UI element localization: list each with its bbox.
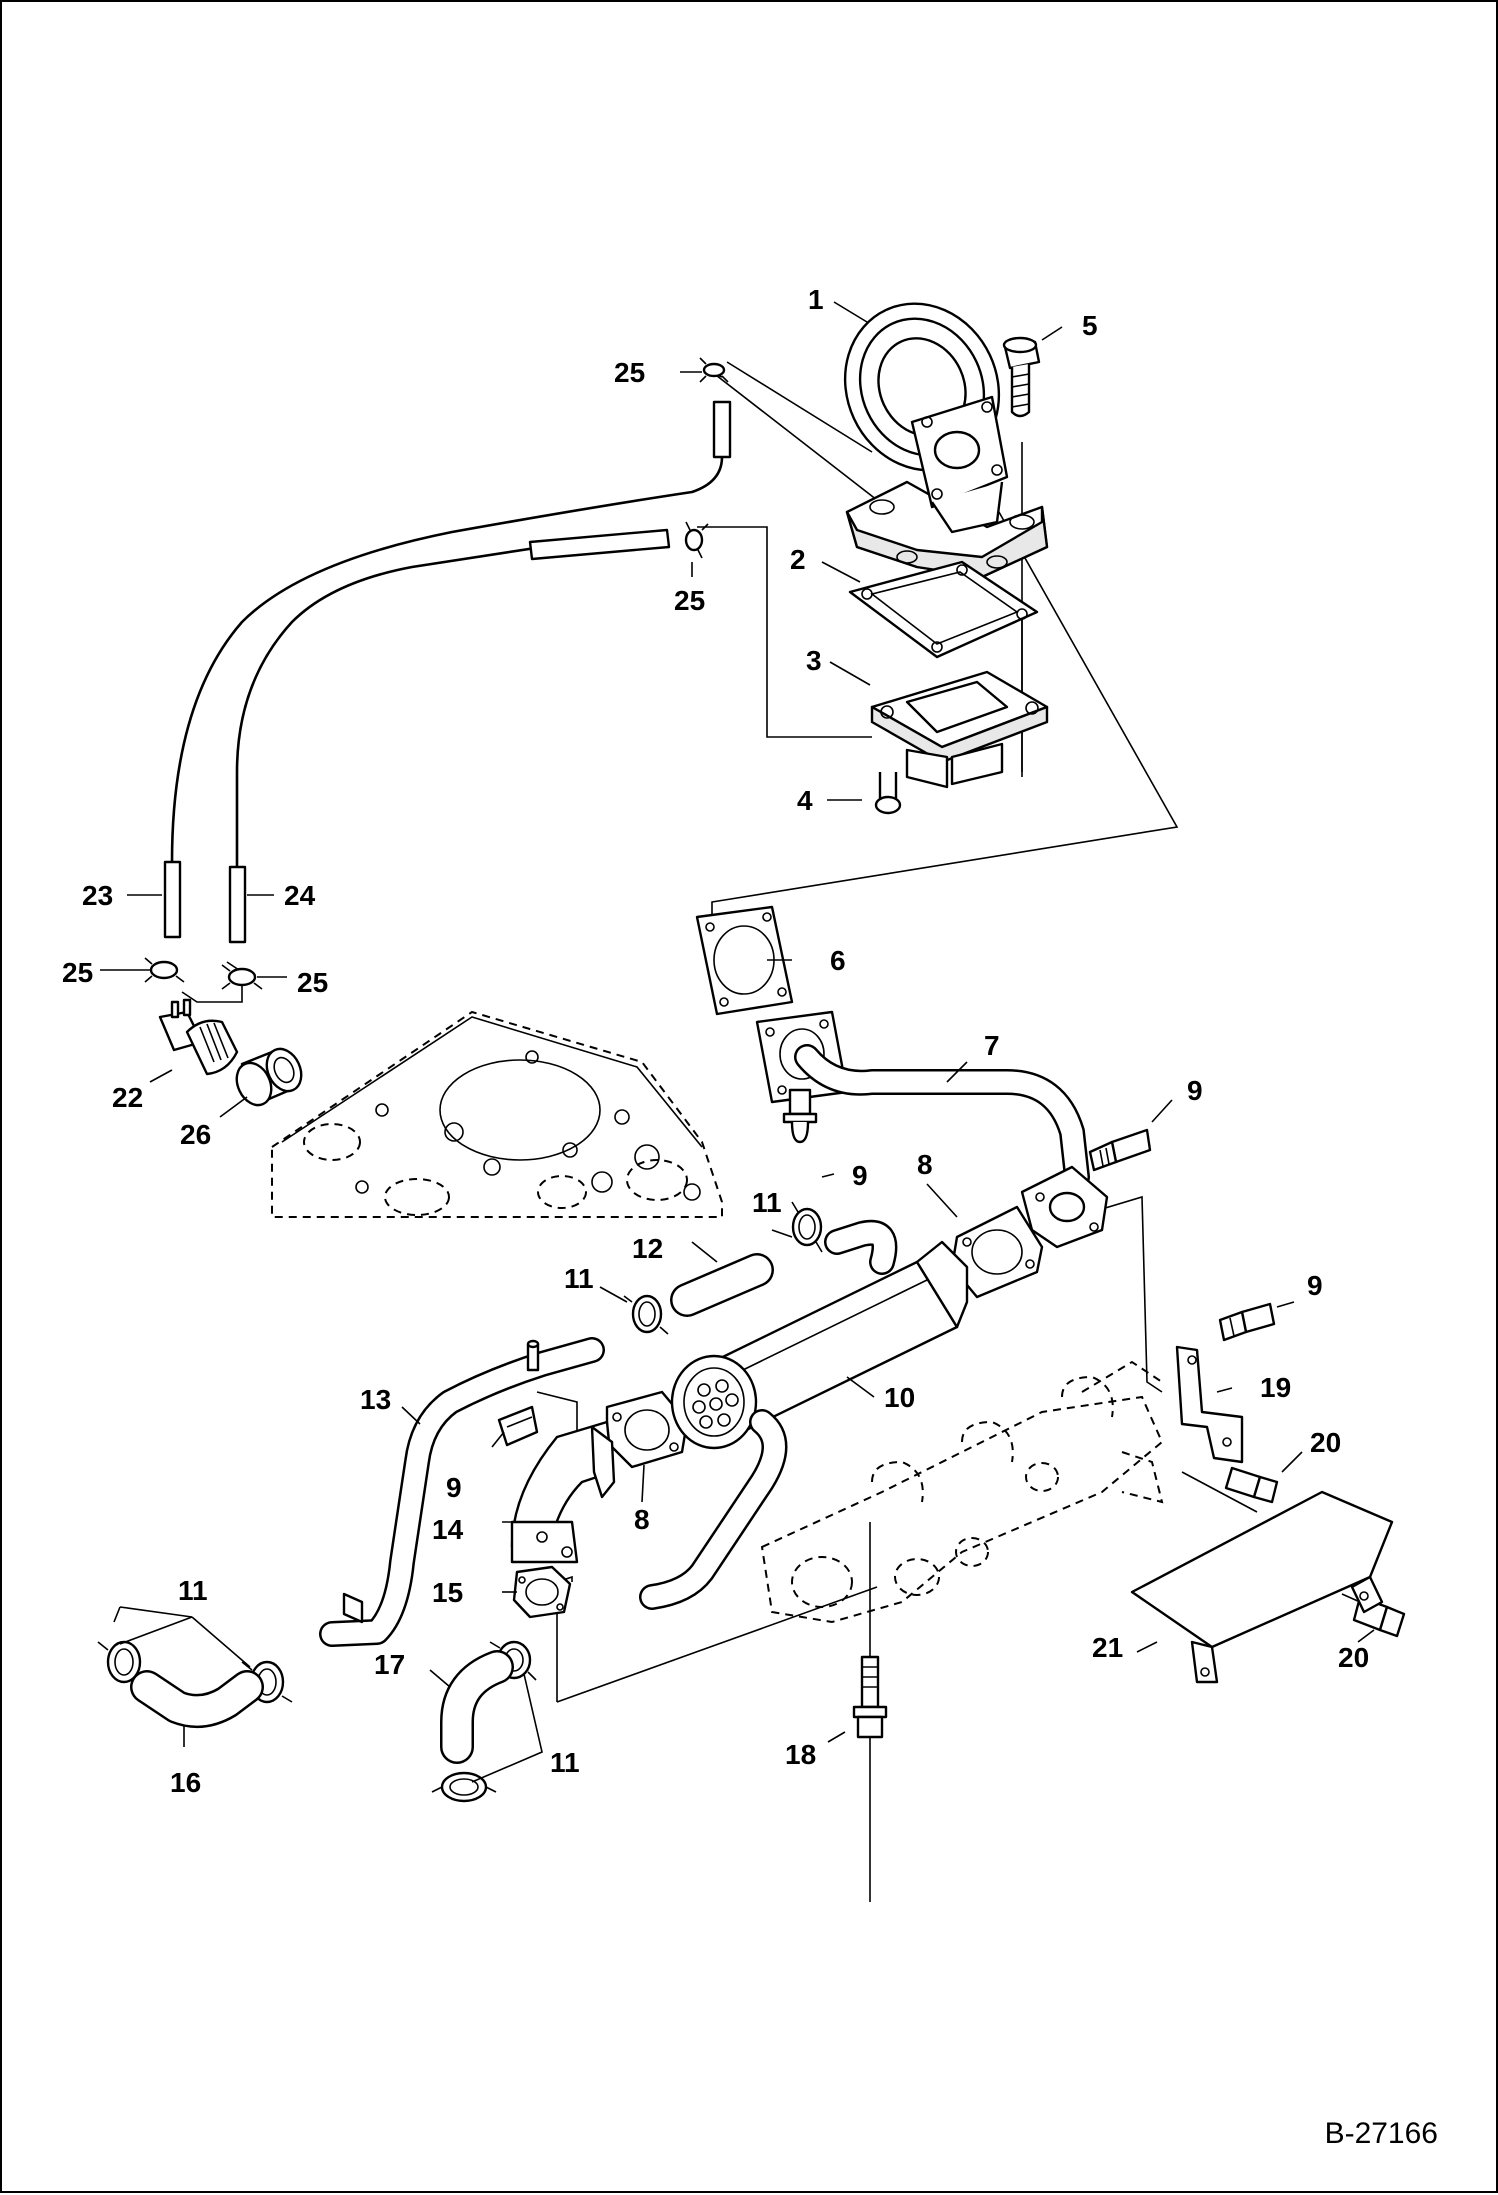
gasket-6[interactable] <box>695 905 794 1016</box>
hose-clamp-11-low-b[interactable] <box>431 1771 497 1803</box>
bolt-9-right-top[interactable] <box>1088 1128 1152 1172</box>
callout-15: 15 <box>432 1577 463 1608</box>
callout-13: 13 <box>360 1384 391 1415</box>
hose-clip-25-left-a[interactable] <box>144 957 185 983</box>
callout-25-mid: 25 <box>674 585 705 616</box>
egr-pipe-7[interactable] <box>755 1010 1109 1249</box>
callout-9-right-mid: 9 <box>1307 1270 1323 1301</box>
callout-12: 12 <box>632 1233 663 1264</box>
solenoid-valve-22[interactable] <box>158 998 239 1076</box>
callout-19: 19 <box>1260 1372 1291 1403</box>
callout-8-upper: 8 <box>917 1149 933 1180</box>
filter-26[interactable] <box>230 1043 308 1110</box>
callout-17: 17 <box>374 1649 405 1680</box>
egr-cooler-10[interactable] <box>639 1219 969 1610</box>
bolt-9-lower[interactable] <box>497 1405 539 1447</box>
callout-5: 5 <box>1082 310 1098 341</box>
callout-23: 23 <box>82 880 113 911</box>
callout-16: 16 <box>170 1767 201 1798</box>
callout-9-lower: 9 <box>446 1472 462 1503</box>
callout-1: 1 <box>808 284 824 315</box>
hose-sleeve-upper[interactable] <box>712 400 732 459</box>
callout-8-lower: 8 <box>634 1504 650 1535</box>
callout-18: 18 <box>785 1739 816 1770</box>
callout-2: 2 <box>790 544 806 575</box>
egr-valve[interactable] <box>818 278 1049 579</box>
bracket-19[interactable] <box>1175 1345 1244 1464</box>
bolt-20-upper[interactable] <box>1224 1466 1279 1504</box>
callout-9-upper: 9 <box>852 1160 868 1191</box>
hose-sleeve-middle[interactable] <box>528 528 671 561</box>
bolt-9-right-mid[interactable] <box>1218 1302 1276 1342</box>
callout-4: 4 <box>797 785 813 816</box>
callout-labels: 1 5 2 3 4 6 7 8 8 9 9 9 9 10 11 11 11 11… <box>62 284 1369 1798</box>
callout-20-lower: 20 <box>1338 1642 1369 1673</box>
gasket-15[interactable] <box>512 1565 572 1619</box>
bolt-5[interactable] <box>1002 336 1041 418</box>
callout-21: 21 <box>1092 1632 1123 1663</box>
engine-block-outline <box>271 1010 723 1218</box>
bolt-9-upper[interactable] <box>782 1088 818 1144</box>
coolant-tube-13[interactable] <box>319 1337 605 1647</box>
adapter-plate-3[interactable] <box>870 670 1049 789</box>
hose-clamp-11-top[interactable] <box>791 1201 823 1253</box>
callout-22: 22 <box>112 1082 143 1113</box>
callout-9-right-top: 9 <box>1187 1075 1203 1106</box>
callout-24: 24 <box>284 880 316 911</box>
callout-25-top: 25 <box>614 357 645 388</box>
callout-3: 3 <box>806 645 822 676</box>
callout-26: 26 <box>180 1119 211 1150</box>
callout-11-mid: 11 <box>564 1263 594 1294</box>
hose-12[interactable] <box>670 1253 774 1317</box>
screw-4[interactable] <box>874 772 902 815</box>
hose-clamp-11-mid[interactable] <box>623 1294 669 1335</box>
vacuum-hose-24[interactable] <box>228 545 543 944</box>
gasket-2[interactable] <box>848 560 1039 659</box>
callout-25-left-b: 25 <box>297 967 328 998</box>
hose-16[interactable] <box>130 1670 264 1728</box>
callout-10: 10 <box>884 1382 915 1413</box>
callout-25-left-a: 25 <box>62 957 93 988</box>
callout-14: 14 <box>432 1514 464 1545</box>
exhaust-manifold-outline <box>760 1360 1164 1624</box>
hose-17[interactable] <box>440 1650 514 1764</box>
hose-clip-25-top[interactable] <box>699 357 729 383</box>
hose-clip-25-mid[interactable] <box>684 521 709 559</box>
vacuum-hose-23[interactable] <box>163 456 724 939</box>
hose-clamp-11-left-a[interactable] <box>97 1640 149 1684</box>
callout-6: 6 <box>830 945 846 976</box>
callout-11-left: 11 <box>178 1575 208 1606</box>
callout-20-upper: 20 <box>1310 1427 1341 1458</box>
assembly-lines <box>181 361 1258 1902</box>
callout-11-top: 11 <box>752 1187 782 1218</box>
callout-leaders <box>100 301 1375 1783</box>
hose-clip-25-left-b[interactable] <box>221 964 263 990</box>
callout-7: 7 <box>984 1030 1000 1061</box>
elbow-14[interactable] <box>510 1420 616 1564</box>
heat-shield-21[interactable] <box>1130 1490 1394 1684</box>
callout-11-low: 11 <box>550 1747 580 1778</box>
figure-number: B-27166 <box>1324 2117 1438 2150</box>
bolt-18[interactable] <box>852 1655 888 1739</box>
